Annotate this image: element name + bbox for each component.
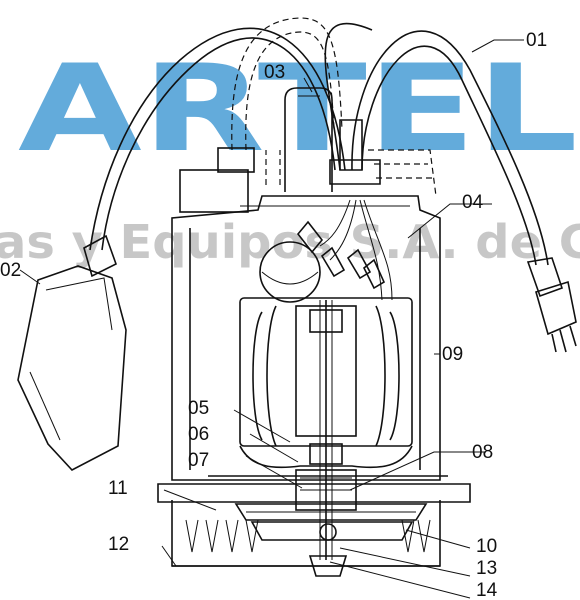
plug-icon — [526, 257, 577, 353]
callout-labels: 01 02 03 04 05 06 07 08 09 10 11 12 13 1… — [0, 30, 547, 600]
callout-09: 09 — [442, 344, 463, 365]
handle — [284, 87, 363, 192]
watermark: ARTEL as y Equipos S.A. de C — [0, 40, 580, 269]
callout-07: 07 — [188, 450, 209, 471]
callout-11: 11 — [108, 478, 128, 499]
callout-01: 01 — [526, 30, 547, 51]
callout-05: 05 — [188, 398, 209, 419]
pump-body — [157, 445, 471, 541]
float-switch — [17, 27, 346, 471]
motor-housing — [171, 195, 441, 481]
callout-12: 12 — [108, 534, 129, 555]
stator — [239, 297, 413, 560]
capacitor-and-wiring — [259, 199, 393, 303]
callout-14: 14 — [476, 580, 498, 600]
top-cap — [179, 147, 437, 213]
callout-13: 13 — [476, 558, 497, 579]
watermark-brand: ARTEL — [18, 40, 578, 179]
strainer-base — [171, 500, 441, 577]
leader-lines — [19, 39, 524, 599]
callout-10: 10 — [476, 536, 497, 557]
callout-03: 03 — [264, 62, 285, 83]
internal-cord-dashed — [231, 17, 343, 185]
callout-06: 06 — [188, 424, 209, 445]
callout-04: 04 — [462, 192, 484, 213]
callout-02: 02 — [0, 260, 21, 281]
callout-08: 08 — [472, 442, 493, 463]
